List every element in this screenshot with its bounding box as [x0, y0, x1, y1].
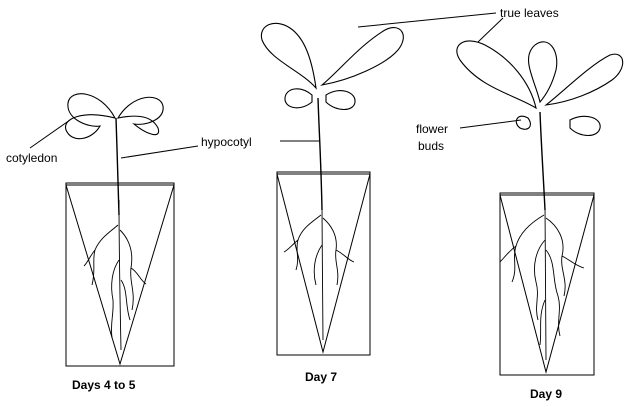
pot-1: [65, 182, 175, 367]
true-leaf-left-2: [260, 22, 317, 90]
caption-days-4-to-5: Days 4 to 5: [72, 378, 136, 392]
cone-3: [499, 194, 595, 374]
cotyledon-right-3: [569, 115, 601, 137]
flower-buds-pointer: [459, 119, 522, 129]
caption-day-9: Day 9: [530, 387, 562, 401]
true-leaves-pointer-left: [357, 12, 497, 28]
flower-label: flower: [416, 122, 448, 136]
cotyledon-left-1: [65, 93, 117, 140]
buds-label: buds: [418, 139, 444, 153]
cotyledon-pointer: [29, 119, 71, 149]
annotations: true leaves hypocotyl cotyledon flower b…: [6, 6, 562, 401]
cotyledon-right-1: [116, 96, 164, 136]
stage-day-7: [260, 22, 404, 356]
pot-3: [499, 192, 595, 376]
stem-2: [317, 97, 323, 211]
true-leaves-pointer-right: [477, 17, 504, 43]
pot-2: [276, 171, 371, 356]
true-leaves-label: true leaves: [500, 6, 559, 20]
stage-days-4-to-5: [65, 93, 175, 367]
flower-buds-3: [515, 115, 531, 130]
true-leaf-right-2: [320, 27, 404, 86]
true-leaf-left-3: [456, 40, 537, 110]
cone-2: [276, 173, 371, 354]
true-leaf-right-3: [544, 53, 624, 106]
stage-day-9: [456, 40, 624, 376]
hypocotyl-pointer-left: [120, 145, 199, 159]
true-leaf-mid-3: [527, 41, 558, 104]
cotyledon-left-2: [284, 88, 313, 109]
roots-1: [83, 199, 147, 351]
caption-day-7: Day 7: [305, 370, 337, 384]
stem-3: [539, 111, 546, 211]
roots-3: [499, 204, 585, 361]
cone-1: [65, 184, 175, 366]
cotyledon-label: cotyledon: [6, 151, 57, 165]
cotyledon-right-2: [325, 90, 356, 111]
hypocotyl-label: hypocotyl: [201, 135, 252, 149]
roots-2: [283, 204, 355, 341]
